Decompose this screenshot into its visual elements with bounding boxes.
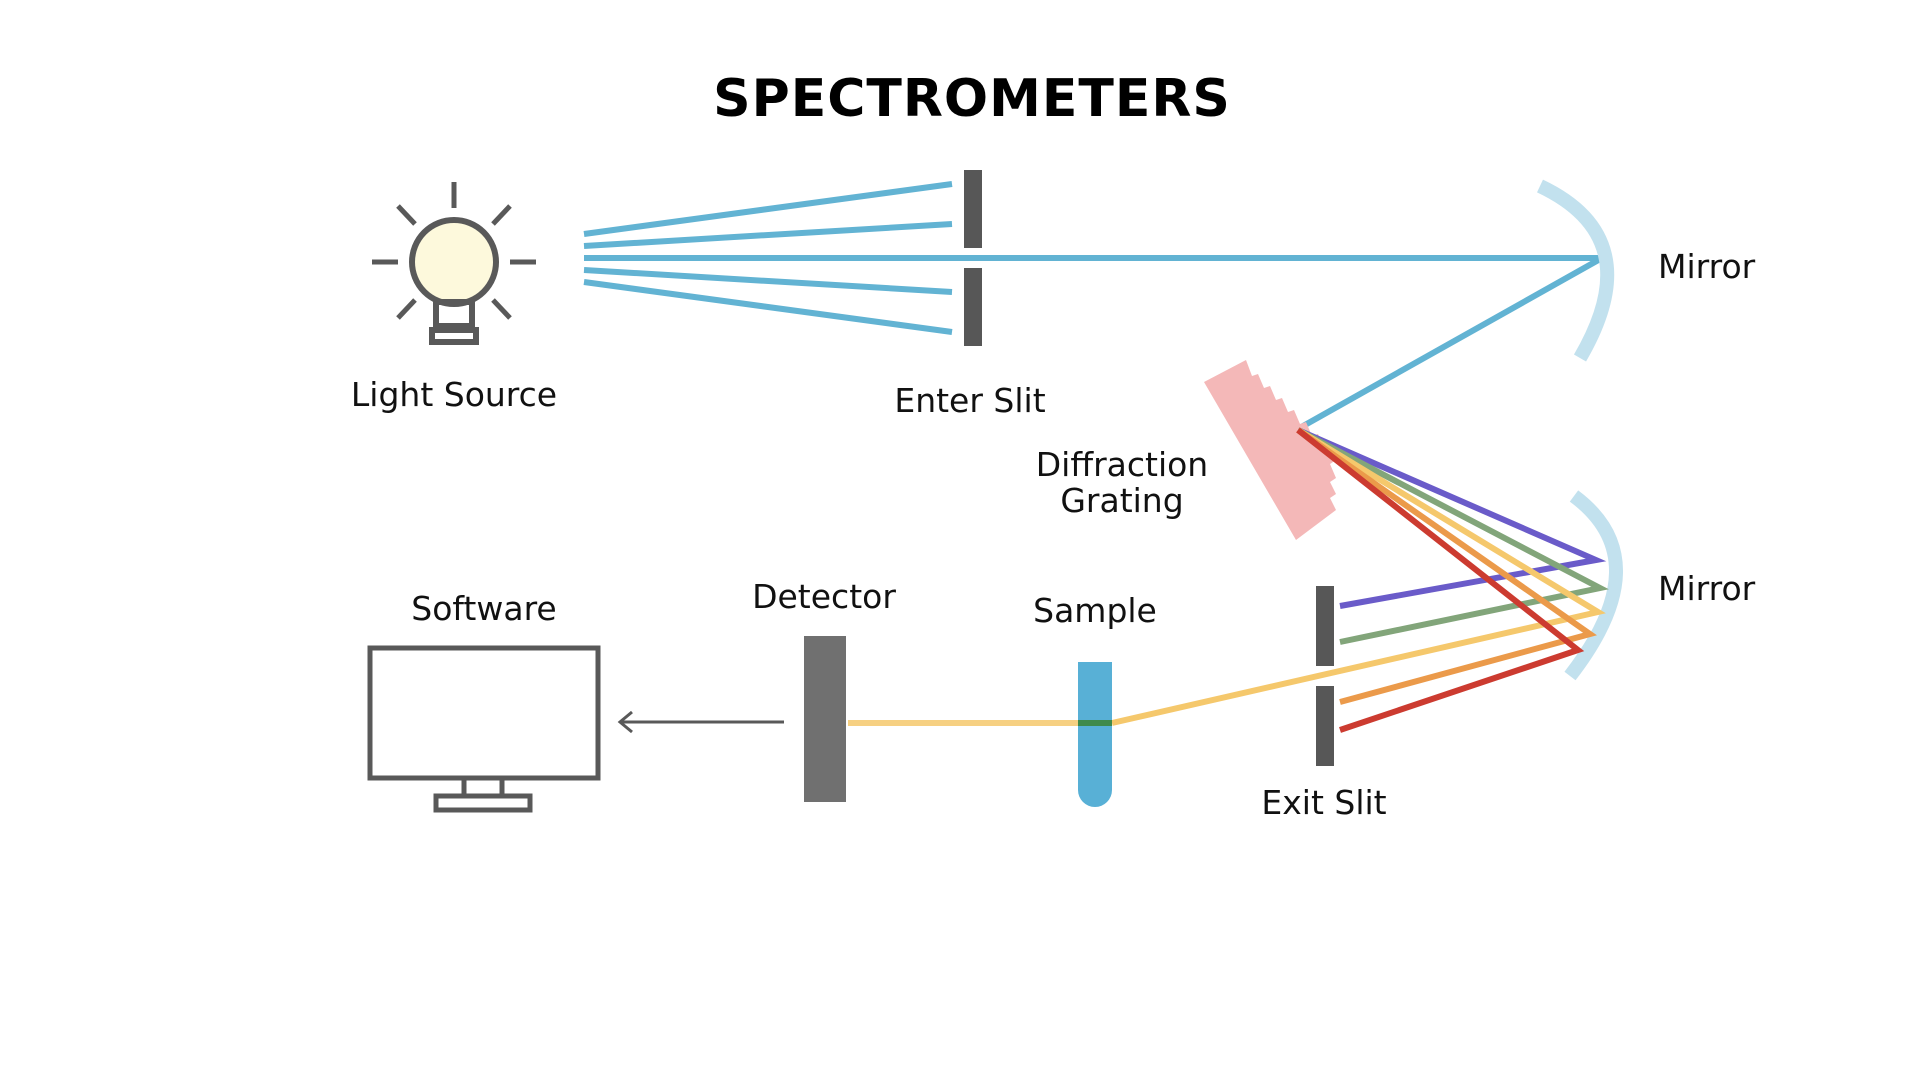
beam-ray (583, 279, 953, 335)
light-source-label: Light Source (351, 375, 557, 414)
beam-to-grating (1294, 255, 1604, 433)
mirror-bottom-label: Mirror (1658, 569, 1756, 608)
exit-slit-label: Exit Slit (1261, 783, 1386, 822)
enter-slit-label: Enter Slit (894, 381, 1045, 420)
spectrum-ray-violet (1296, 427, 1607, 609)
exit-slit-upper (1316, 586, 1334, 666)
mirror-top-label: Mirror (1658, 247, 1756, 286)
beam-ray (583, 267, 953, 295)
bulb-glass (409, 217, 499, 307)
arrow-left-icon (617, 710, 784, 734)
software-label: Software (411, 589, 556, 628)
light-bulb-icon (372, 182, 536, 345)
detector (804, 636, 846, 802)
diagram-title: SPECTROMETERS (713, 69, 1231, 129)
enter-slit-lower (964, 268, 982, 346)
diffraction-grating (1204, 360, 1336, 540)
exit-slit (1316, 586, 1334, 766)
mirror-bottom (1564, 490, 1623, 681)
mirror-top (1536, 179, 1615, 362)
diffraction-grating-label-line2: Grating (1060, 481, 1183, 520)
bulb-neck (433, 299, 475, 329)
diffraction-grating-label-line1: Diffraction (1036, 445, 1208, 484)
spectrum-ray-orange (1296, 427, 1597, 705)
sample-cuvette (1078, 662, 1112, 807)
monitor-icon (367, 645, 601, 813)
monitor-stand (461, 775, 505, 799)
detector-label: Detector (752, 577, 896, 616)
bulb-rays (372, 182, 536, 320)
bulb-base (429, 327, 479, 345)
enter-slit (964, 170, 982, 346)
spectrum-ray-red (1296, 427, 1585, 733)
spectrum-ray-yellow (1111, 427, 1606, 726)
beam-ray (583, 181, 953, 237)
monitor-base (433, 793, 533, 813)
beam-ray (583, 221, 953, 249)
exit-slit-lower (1316, 686, 1334, 766)
incoming-beams (583, 181, 1604, 433)
spectrum-ray-green (1296, 427, 1609, 645)
spectrum-rays (1111, 427, 1609, 733)
sample-label: Sample (1033, 591, 1157, 630)
enter-slit-upper (964, 170, 982, 248)
monitor-screen (367, 645, 601, 781)
